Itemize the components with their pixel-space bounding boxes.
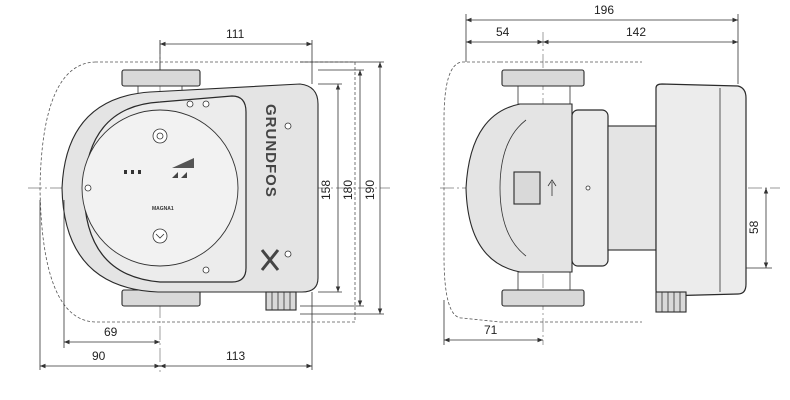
front-brand-x-icon (260, 249, 280, 271)
front-signal-icon (172, 158, 194, 168)
side-top-neck (517, 86, 571, 105)
side-top-flange (501, 69, 585, 87)
front-led-1 (124, 170, 127, 174)
front-screw-top-right (202, 100, 210, 108)
front-top-button-inner (156, 132, 164, 140)
side-control-box (655, 83, 747, 297)
dim-180-label: 180 (341, 180, 355, 200)
dim-71-label: 71 (484, 323, 498, 337)
front-screw-left (84, 184, 92, 192)
front-brand-logo: GRUNDFOS (262, 104, 279, 198)
side-view: 196 54 142 58 71 (440, 3, 780, 345)
side-bottom-neck (517, 271, 571, 290)
front-top-button (152, 128, 168, 144)
front-screw-top-left (186, 100, 194, 108)
dim-196-label: 196 (594, 3, 614, 17)
front-mode-icon (172, 172, 187, 178)
dim-113-label: 113 (226, 349, 245, 363)
front-cable-connector (265, 291, 297, 311)
dim-142-label: 142 (626, 25, 646, 39)
front-top-flange (121, 69, 201, 87)
front-view: MAGNA1 GRUNDFOS 111 158 180 (28, 27, 390, 372)
side-cable-gland (655, 291, 687, 313)
front-screw-right-top (284, 122, 292, 130)
side-motor-body (607, 125, 657, 251)
dim-190-label: 190 (363, 180, 377, 200)
dim-58-label: 58 (747, 220, 761, 234)
front-bottom-button (152, 228, 168, 244)
front-screw-bottom (202, 266, 210, 274)
side-flow-arrow-icon (547, 179, 557, 196)
front-bottom-button-chevron-icon (155, 233, 165, 239)
dim-69-label: 69 (104, 325, 118, 339)
front-control-dial (81, 109, 239, 267)
side-port-dot (585, 185, 591, 191)
side-envelope-outline (443, 61, 642, 323)
front-led-2 (131, 170, 134, 174)
front-led-3 (138, 170, 141, 174)
front-screw-right-bottom (284, 250, 292, 258)
dim-90-label: 90 (92, 349, 106, 363)
side-bottom-flange (501, 289, 585, 307)
dim-111-label: 111 (226, 27, 245, 41)
side-housing-inner (499, 119, 527, 257)
dim-158-label: 158 (319, 180, 333, 200)
front-envelope-outline (39, 61, 356, 323)
side-port-block (513, 171, 541, 205)
dim-54-label: 54 (496, 25, 510, 39)
front-model-label: MAGNA1 (152, 206, 174, 212)
